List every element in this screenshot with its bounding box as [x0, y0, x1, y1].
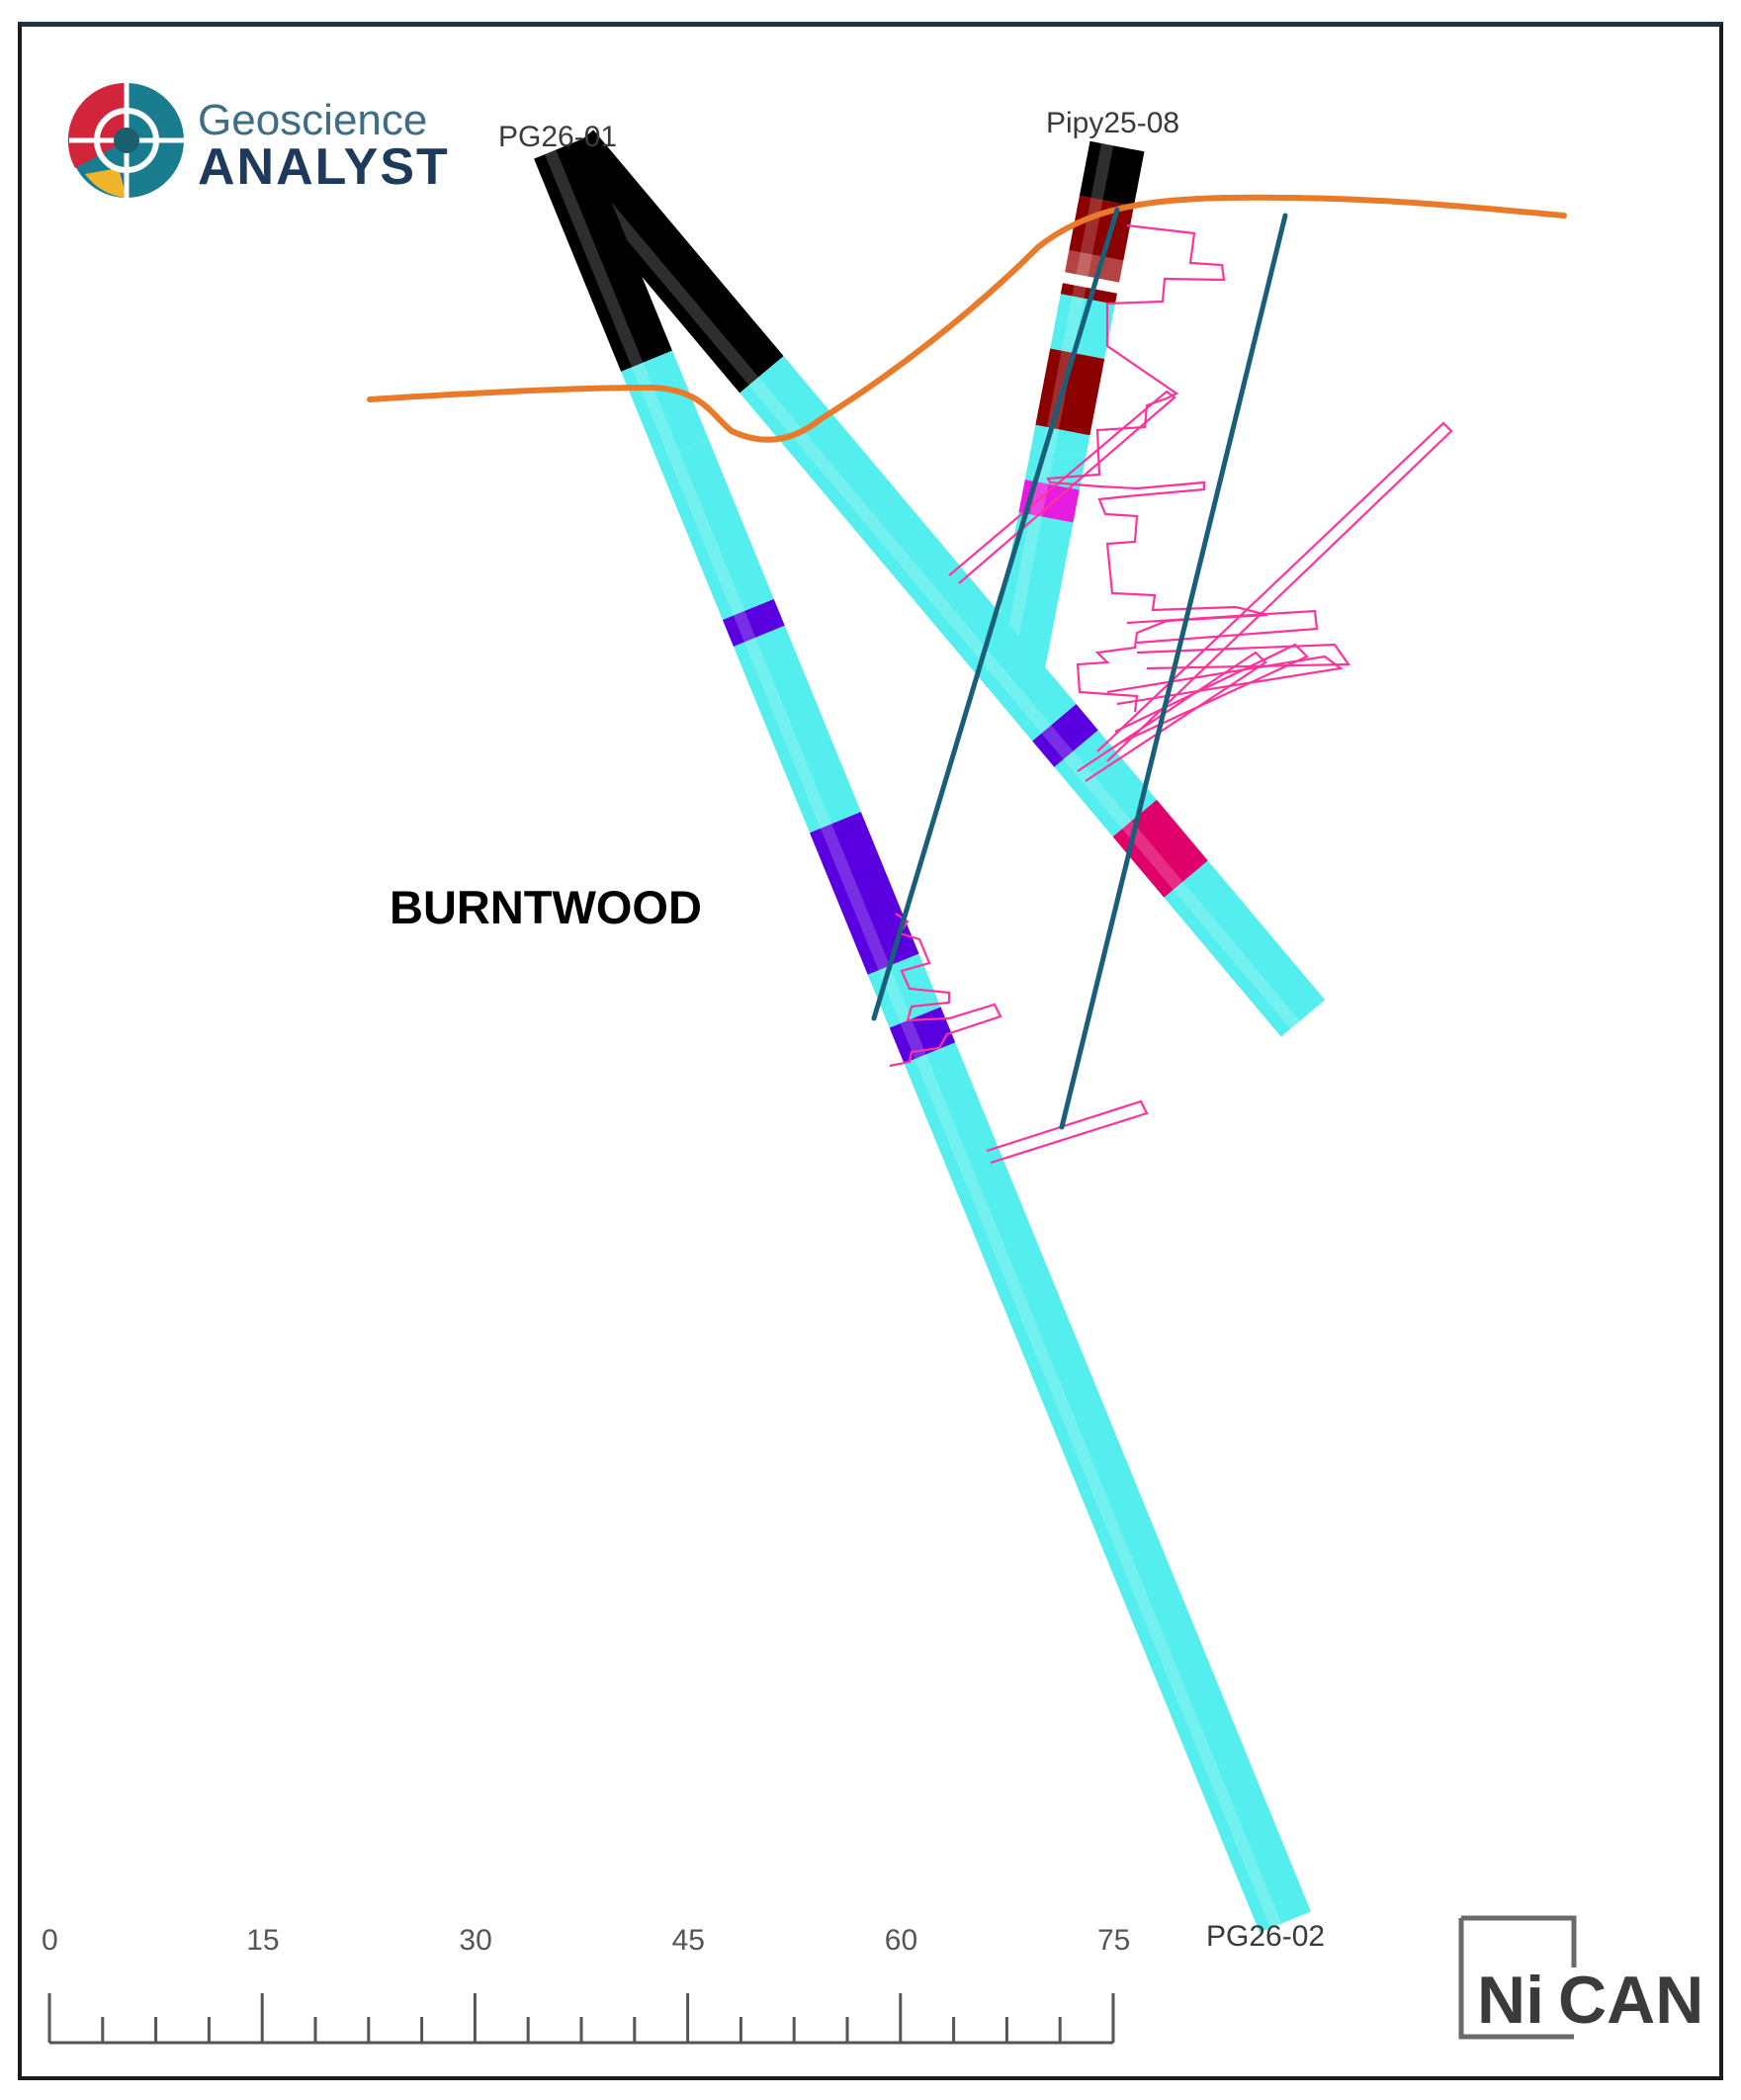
drill-holes	[534, 130, 1326, 1933]
logo-line2: ANALYST	[198, 138, 450, 196]
hole-pg26-01-b-interval-1-highlight	[748, 377, 1007, 681]
hole-pg26-01-interval-7	[889, 1006, 956, 1064]
hole-pg26-01-interval-2-highlight	[667, 451, 745, 616]
assay-trace-long-3	[1126, 609, 1319, 645]
hole-pipy25-08-interval-7	[1031, 424, 1090, 458]
scale-bar-label: 75	[1097, 1924, 1130, 1957]
hole-pg26-01-interval-1	[621, 350, 709, 461]
assay-trace-long-6	[1114, 643, 1309, 743]
hole-pg26-01-b-interval-6-highlight	[1173, 881, 1300, 1029]
hole-pg26-01-b-interval-6	[1164, 860, 1326, 1037]
hole-pipy25-08-interval-3	[1062, 272, 1120, 294]
em-plate-line-1	[871, 207, 1120, 1021]
hole-pg26-01-interval-8	[904, 1042, 1311, 1933]
assay-trace-upper	[1046, 223, 1268, 713]
em-plates	[871, 207, 1288, 1130]
hole-pg26-01-interval-3	[722, 598, 785, 647]
hole-pipy25-08-interval-1-highlight	[1080, 198, 1103, 255]
hole-pipy25-08-interval-6	[1035, 348, 1105, 436]
scale-bar-label: 60	[885, 1924, 917, 1957]
hole-pg26-01-interval-1-highlight	[632, 362, 680, 457]
scale-bar: 0 15 30 45 60 75	[42, 1924, 1130, 2045]
assay-trace-lower-1	[889, 913, 1002, 1068]
nican-text-can: CAN	[1558, 1963, 1703, 2038]
hole-pg26-01-b-interval-5	[1112, 799, 1208, 898]
hole-pg26-01-interval-0-highlight	[544, 149, 644, 368]
figure-frame	[18, 22, 1723, 2080]
hole-pg26-01-interval-3-highlight	[733, 610, 756, 643]
hole-pg26-01-interval-0	[534, 137, 672, 372]
assay-trace-long-7	[1077, 651, 1267, 782]
assay-trace-long-1	[948, 390, 1176, 584]
unit-label-burntwood: BURNTWOOD	[390, 881, 702, 933]
hole-pg26-01-interval-4	[733, 625, 861, 833]
hole-pg26-01-b-interval-2-highlight	[998, 672, 1052, 734]
hole-pipy25-08-interval-0	[1079, 140, 1145, 207]
hole-label-pipy25-08: Pipy25-08	[1046, 107, 1179, 139]
hole-label-pg26-02: PG26-02	[1206, 1920, 1325, 1953]
hole-pipy25-08-interval-3-highlight	[1074, 274, 1088, 288]
nican-logo: Ni CAN	[1458, 1915, 1703, 2040]
hole-pg26-01-b-interval-3	[1032, 704, 1098, 767]
logo-line1: Geoscience	[198, 96, 427, 144]
hole-pg26-01-interval-2	[656, 439, 774, 621]
scale-bar-label: 0	[42, 1924, 58, 1957]
hole-pipy25-08-interval-8-highlight	[1036, 449, 1055, 484]
assay-trace-long-4	[1136, 643, 1351, 670]
geoscience-analyst-logo: Geoscience ANALYST	[67, 82, 450, 198]
hole-pg26-01-interval-5-highlight	[820, 824, 891, 971]
hole-pg26-01-b-interval-2	[988, 652, 1077, 742]
hole-pipy25-08-interval-5-highlight	[1061, 296, 1085, 354]
hole-pg26-01-b-interval-4	[1054, 730, 1157, 837]
hole-pg26-01-b-interval-1	[740, 356, 1033, 689]
scale-bar-label: 45	[672, 1924, 705, 1957]
hole-pipy25-08-interval-4	[1060, 283, 1117, 305]
hole-pipy25-08-interval-2	[1065, 250, 1124, 283]
scale-bar-label: 15	[246, 1924, 279, 1957]
nican-text-ni: Ni	[1477, 1963, 1544, 2038]
hole-pipy25-08-interval-2-highlight	[1076, 252, 1092, 277]
hole-pipy25-08-interval-8	[1024, 446, 1087, 490]
hole-label-pg26-01: PG26-01	[498, 121, 617, 153]
hole-pg26-01-interval-5	[810, 812, 919, 975]
topography-line	[367, 194, 1567, 443]
hole-pg26-01-interval-8-highlight	[914, 1054, 1282, 1929]
hole-pg26-01-b-interval-3-highlight	[1041, 725, 1074, 760]
hole-pipy25-08-interval-0-highlight	[1090, 142, 1114, 201]
hole-pg26-01-interval-4-highlight	[743, 637, 832, 829]
em-plate-line-2	[1059, 213, 1288, 1130]
scale-bar-label: 30	[459, 1924, 491, 1957]
assay-trace-long-2	[1096, 421, 1453, 762]
hole-pg26-01-b-interval-4-highlight	[1063, 750, 1132, 830]
hole-pipy25-08-interval-4-highlight	[1072, 285, 1087, 299]
geoscience-analyst-crosshair-icon	[67, 82, 184, 198]
